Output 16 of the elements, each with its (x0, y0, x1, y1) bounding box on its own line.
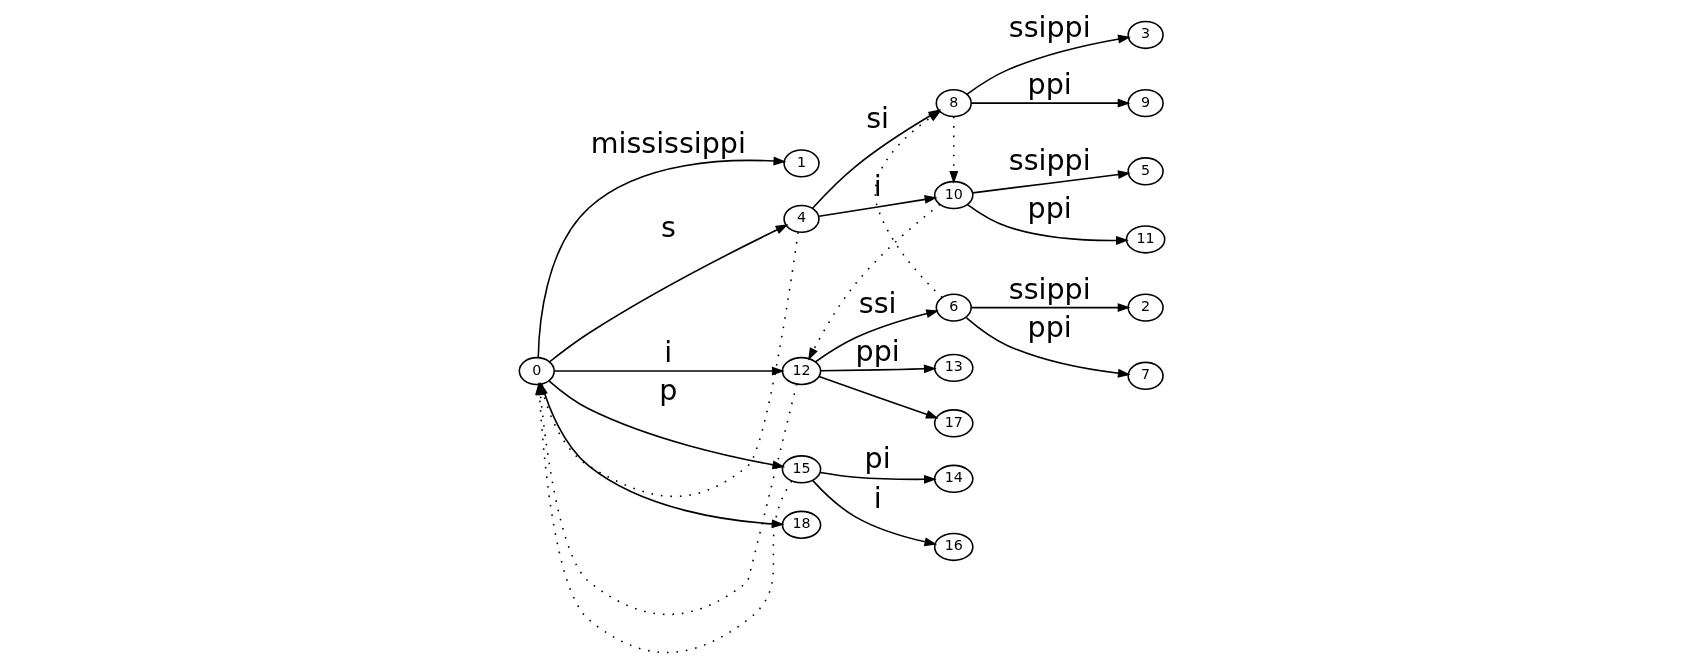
edge-label: p (659, 374, 678, 408)
edge-label: ppi (1027, 191, 1072, 225)
edge-label: ppi (1027, 310, 1072, 344)
edge-label: pi (864, 442, 891, 476)
edge-label: ssi (858, 287, 897, 320)
edge-label: ppi (855, 334, 900, 368)
edge-label: mississippi (590, 126, 746, 160)
edge-label: s (660, 210, 676, 244)
edge-label: ssippi (1008, 144, 1091, 178)
edge-label: ssippi (1008, 11, 1091, 45)
edge-label: i (873, 481, 882, 515)
edge-label: ppi (1027, 68, 1072, 102)
edge-label: ssippi (1008, 272, 1091, 306)
edge-label: i (873, 169, 882, 203)
edge-label: si (866, 101, 890, 135)
edge-label: i (664, 336, 673, 370)
